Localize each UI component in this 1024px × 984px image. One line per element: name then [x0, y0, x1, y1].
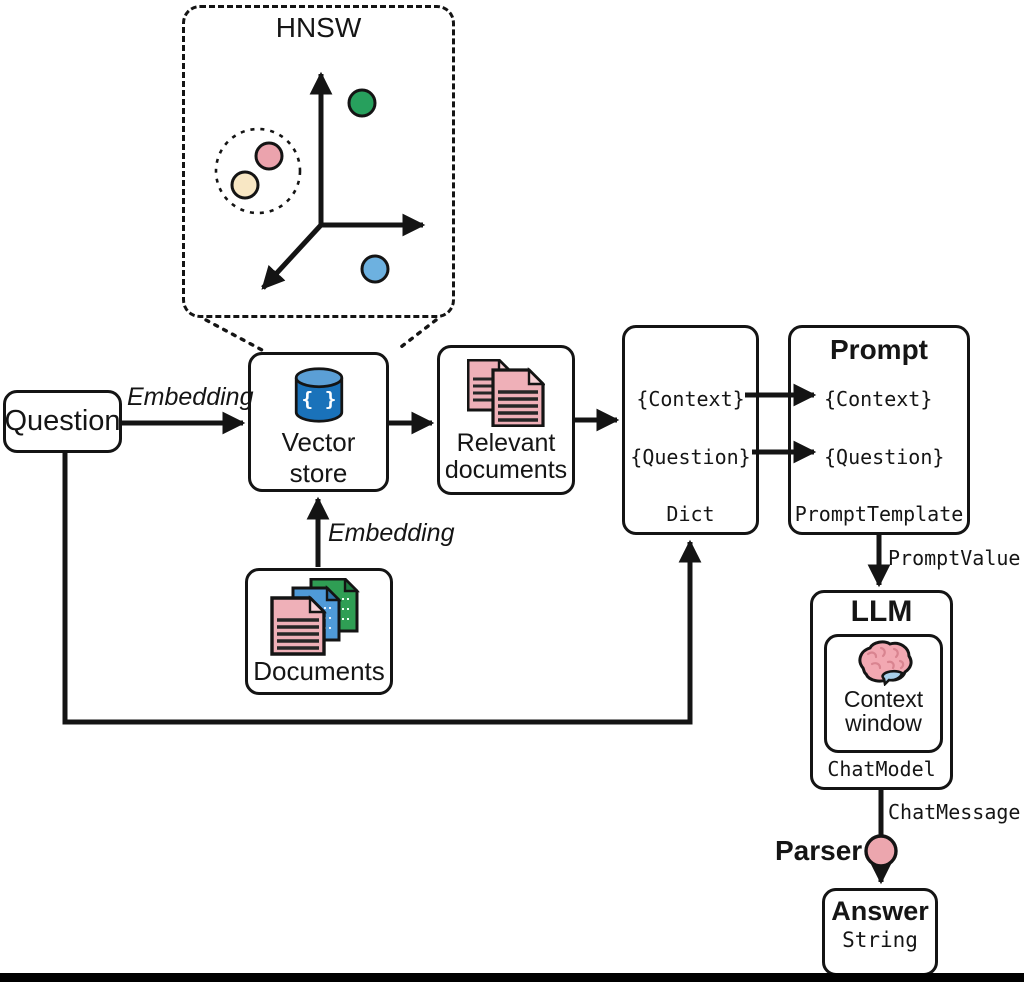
dict-context-field: {Context} — [636, 387, 745, 411]
documents-stack-icon — [270, 578, 360, 656]
relevant-documents-node: Relevant documents — [437, 345, 575, 495]
vector-dot-cream — [230, 170, 260, 200]
dict-type-label: Dict — [666, 502, 715, 526]
prompt-value-edge-label: PromptValue — [888, 546, 1021, 570]
database-icon: { } — [294, 367, 343, 423]
vector-store-label: Vector store — [281, 427, 356, 488]
answer-title: Answer — [831, 896, 929, 926]
context-window-box: Context window — [824, 634, 943, 753]
parser-label: Parser — [775, 835, 863, 866]
context-window-label: Context window — [843, 686, 924, 737]
z-axis-arrow — [261, 223, 323, 290]
nearest-neighbor-cluster-circle — [214, 127, 302, 215]
vector-dot-blue — [360, 254, 390, 284]
hnsw-callout-box: HNSW — [182, 5, 455, 318]
answer-type-label: String — [842, 928, 918, 952]
chatmodel-type-label: ChatModel — [827, 757, 936, 781]
prompt-context-field: {Context} — [824, 387, 933, 411]
hnsw-title: HNSW — [275, 12, 362, 43]
question-node: Question — [3, 390, 122, 453]
relevant-documents-label: Relevant documents — [444, 429, 568, 484]
parser-dot — [864, 834, 898, 868]
prompt-node: Prompt {Context} {Question} PromptTempla… — [788, 325, 970, 535]
llm-node: LLM Context window ChatModel — [810, 590, 953, 790]
prompt-question-field: {Question} — [824, 445, 945, 469]
page-edge-bar — [0, 973, 1024, 982]
prompt-type-label: PromptTemplate — [794, 502, 964, 526]
prompt-title: Prompt — [830, 334, 928, 365]
embedding-query-edge-label: Embedding — [127, 383, 254, 411]
embedding-docs-edge-label: Embedding — [328, 519, 455, 547]
documents-label: Documents — [253, 656, 385, 686]
dict-node: {Context} {Question} Dict — [622, 325, 759, 535]
chat-message-edge-label: ChatMessage — [888, 800, 1021, 824]
documents-node: Documents — [245, 568, 393, 695]
callout-funnel-right — [395, 318, 438, 352]
answer-node: Answer String — [822, 888, 938, 976]
llm-title: LLM — [850, 595, 913, 628]
brain-icon — [857, 640, 913, 686]
vector-dot-pink — [254, 141, 284, 171]
vector-store-node: { } Vector store — [248, 352, 389, 492]
dict-question-field: {Question} — [630, 445, 751, 469]
callout-funnel-left — [204, 318, 264, 352]
vector-dot-green — [347, 88, 377, 118]
vector-space-plot — [214, 71, 426, 290]
documents-icon — [467, 359, 545, 427]
question-label: Question — [4, 405, 121, 437]
braces-glyph: { } — [301, 388, 336, 411]
